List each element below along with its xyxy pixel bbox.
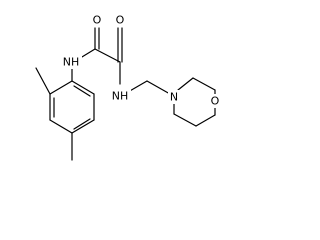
atom-nitrogen-alkyl-amide: NH	[109, 89, 131, 103]
morpholine-ring-bond	[192, 77, 216, 91]
chemical-structure-diagram: O O NH NH N O	[35, 13, 221, 161]
atom-label: NH	[63, 56, 80, 69]
atom-oxygen-morpholine: O	[209, 94, 221, 108]
ring-double-bond	[73, 118, 91, 130]
atom-oxygen-left-carbonyl: O	[91, 13, 103, 27]
ethyl-bond-1	[127, 80, 148, 93]
morpholine-ring-bond	[195, 114, 216, 127]
atom-label: O	[93, 14, 102, 27]
ethyl-bond-2	[146, 80, 171, 95]
ring-bond	[71, 119, 95, 134]
ring-bond	[71, 80, 95, 95]
ring-bond	[49, 80, 73, 95]
bond-layer	[35, 27, 216, 161]
oxalyl-c-c-bond	[94, 48, 121, 63]
ring-bond	[49, 119, 73, 134]
atom-oxygen-right-carbonyl: O	[114, 13, 126, 27]
atom-label: NH	[112, 90, 129, 103]
morpholine-ring-bond	[173, 113, 197, 127]
atom-label-layer: O O NH NH N O	[60, 13, 221, 108]
atom-label: O	[211, 95, 220, 108]
morpholine-ring-bond	[177, 77, 194, 91]
atom-nitrogen-aryl-amide: NH	[60, 55, 82, 69]
ring-double-bond	[73, 85, 91, 97]
atom-label: N	[170, 91, 178, 104]
methyl-bond-ortho	[35, 67, 51, 95]
atom-nitrogen-morpholine: N	[168, 90, 180, 104]
atom-label: O	[116, 14, 125, 27]
